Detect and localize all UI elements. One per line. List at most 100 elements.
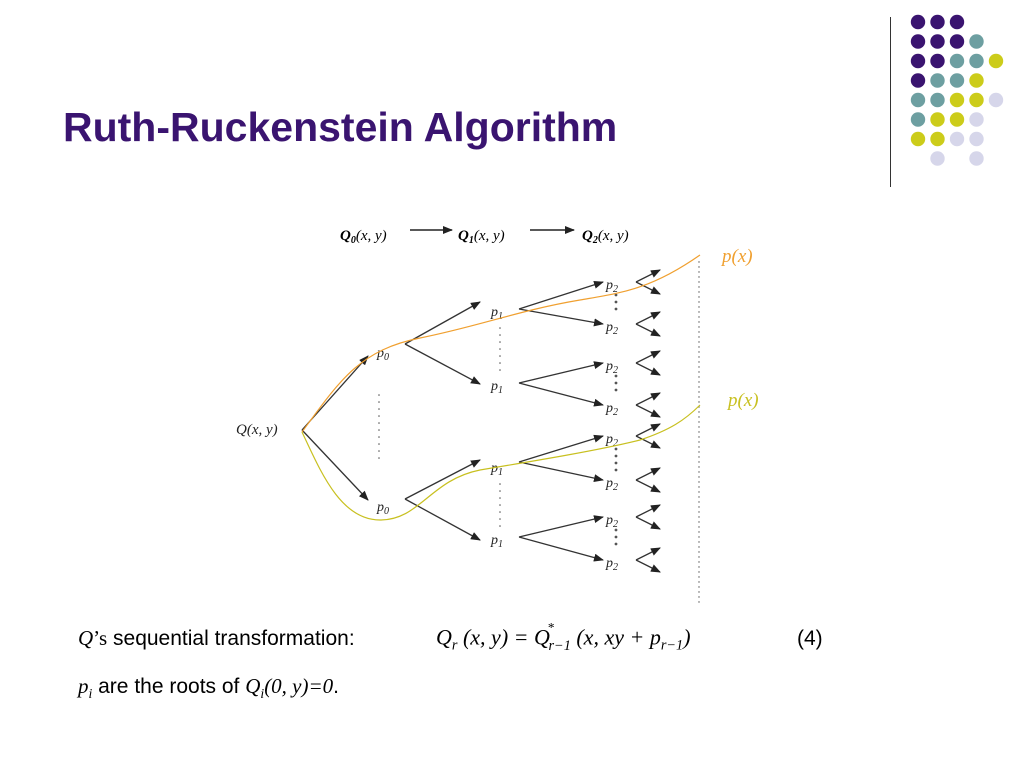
arrow-p2-to-leaf bbox=[635, 516, 661, 530]
dots-between-p1 bbox=[499, 483, 501, 485]
dots-between-p0 bbox=[378, 443, 380, 445]
leaf-dotted-line bbox=[698, 286, 700, 288]
leaf-dotted-line bbox=[698, 441, 700, 443]
leaf-dotted-line bbox=[698, 281, 700, 283]
leaf-dotted-line bbox=[698, 451, 700, 453]
arrow-root-to-p0-bottom bbox=[301, 429, 369, 501]
decorative-dot bbox=[949, 34, 965, 49]
decorative-dot bbox=[969, 92, 984, 108]
tree-diagram: Q0(x, y) Q1(x, y) Q2(x, y) p0p0p1p1p1p1p… bbox=[236, 226, 759, 603]
arrow-p1-to-p2 bbox=[518, 382, 604, 407]
decorative-dot bbox=[910, 131, 926, 147]
eq-lhs-sub: r bbox=[451, 637, 458, 654]
arrow-p2-to-leaf bbox=[635, 504, 661, 518]
arrow-p2-to-leaf bbox=[635, 323, 661, 337]
decorative-dot bbox=[949, 14, 965, 30]
header-q1: Q1(x, y) bbox=[458, 228, 505, 246]
leaf-dotted-line bbox=[698, 546, 700, 548]
eq-rhs-args: (x, xy + p bbox=[570, 624, 661, 650]
roots-label: are the roots of bbox=[92, 675, 246, 698]
decorative-dot bbox=[930, 92, 945, 108]
decorative-dot-grid bbox=[910, 14, 1004, 166]
arrow-p2-to-leaf bbox=[635, 350, 661, 364]
decorative-dot bbox=[910, 14, 926, 30]
q-symbol: Q bbox=[78, 626, 94, 650]
leaf-dotted-line bbox=[698, 266, 700, 268]
sequential-transformation-text: Q’s sequential transformation: bbox=[78, 626, 355, 651]
decorative-dot bbox=[930, 73, 945, 88]
p2-label: p2 bbox=[605, 432, 618, 449]
decorative-dot bbox=[949, 131, 965, 147]
p1-label: p1 bbox=[490, 461, 503, 478]
arrow-p2-to-leaf bbox=[635, 404, 661, 418]
decorative-dot bbox=[910, 53, 926, 69]
tree-arrows bbox=[301, 269, 661, 573]
eq-rhs-psub: r−1 bbox=[660, 637, 684, 654]
period: . bbox=[333, 675, 340, 698]
decorative-dot bbox=[930, 151, 945, 166]
decorative-dot bbox=[949, 73, 965, 88]
arrow-p2-to-leaf bbox=[635, 423, 661, 437]
dots-between-p1 bbox=[499, 362, 501, 364]
arrow-p0-to-p1 bbox=[404, 459, 481, 500]
dots-between-p0 bbox=[378, 408, 380, 410]
leaf-dotted-line bbox=[698, 601, 700, 603]
leaf-dotted-line bbox=[698, 326, 700, 328]
dots-between-p0 bbox=[378, 394, 380, 396]
decorative-dot bbox=[969, 73, 984, 88]
dots-between-p0 bbox=[378, 457, 380, 459]
decorative-dot bbox=[988, 92, 1004, 108]
leaf-dotted-line bbox=[698, 361, 700, 363]
dots-between-p2 bbox=[614, 374, 618, 378]
leaf-dotted-line bbox=[698, 521, 700, 523]
orange-curve bbox=[301, 254, 701, 433]
leaf-dotted-line bbox=[698, 491, 700, 493]
arrow-p1-to-p2 bbox=[518, 361, 604, 384]
leaf-dotted-line bbox=[698, 526, 700, 528]
arrow-p1-to-p2 bbox=[518, 308, 604, 327]
arrow-p1-to-p2 bbox=[518, 536, 604, 562]
dots-between-p1 bbox=[499, 341, 501, 343]
arrow-p2-to-leaf bbox=[635, 392, 661, 406]
dots-between-p2 bbox=[614, 535, 618, 539]
leaf-dotted-line bbox=[698, 416, 700, 418]
p-sub: i bbox=[88, 686, 93, 702]
tree-dots bbox=[378, 261, 700, 603]
p2-label: p2 bbox=[605, 476, 618, 493]
leaf-dotted-line bbox=[698, 551, 700, 553]
p2-label: p2 bbox=[605, 513, 618, 530]
roots-text: pi are the roots of Qi(0, y)=0. bbox=[78, 674, 339, 702]
decorative-dot bbox=[949, 53, 965, 69]
leaf-dotted-line bbox=[698, 511, 700, 513]
leaf-dotted-line bbox=[698, 566, 700, 568]
decorative-dot bbox=[910, 73, 926, 88]
equation-number: (4) bbox=[797, 627, 823, 650]
leaf-dotted-line bbox=[698, 431, 700, 433]
dots-between-p1 bbox=[499, 518, 501, 520]
arrow-p2-to-leaf bbox=[635, 435, 661, 449]
arrow-p2-to-leaf bbox=[635, 362, 661, 376]
equation-4: Qr (x, y) = Q*r−1 (x, xy + pr−1) bbox=[436, 620, 691, 655]
dots-between-p1 bbox=[499, 334, 501, 336]
dots-between-p2 bbox=[614, 542, 618, 546]
decorative-dot bbox=[930, 14, 945, 30]
leaf-dotted-line bbox=[698, 531, 700, 533]
arrow-p0-to-p1 bbox=[404, 343, 481, 385]
leaf-dotted-line bbox=[698, 396, 700, 398]
leaf-dotted-line bbox=[698, 561, 700, 563]
leaf-dotted-line bbox=[698, 296, 700, 298]
dots-between-p2 bbox=[614, 447, 618, 451]
slide-title: Ruth-Ruckenstein Algorithm bbox=[63, 104, 618, 150]
arrow-p1-to-p2 bbox=[518, 280, 604, 310]
leaf-dotted-line bbox=[698, 591, 700, 593]
decorative-dot bbox=[969, 131, 984, 147]
leaf-dotted-line bbox=[698, 271, 700, 273]
arrow-p2-to-leaf bbox=[635, 467, 661, 481]
leaf-dotted-line bbox=[698, 341, 700, 343]
qi-sub: i bbox=[260, 686, 265, 702]
dots-between-p1 bbox=[499, 348, 501, 350]
header-q0: Q0(x, y) bbox=[340, 228, 387, 246]
leaf-dotted-line bbox=[698, 596, 700, 598]
leaf-dotted-line bbox=[698, 586, 700, 588]
